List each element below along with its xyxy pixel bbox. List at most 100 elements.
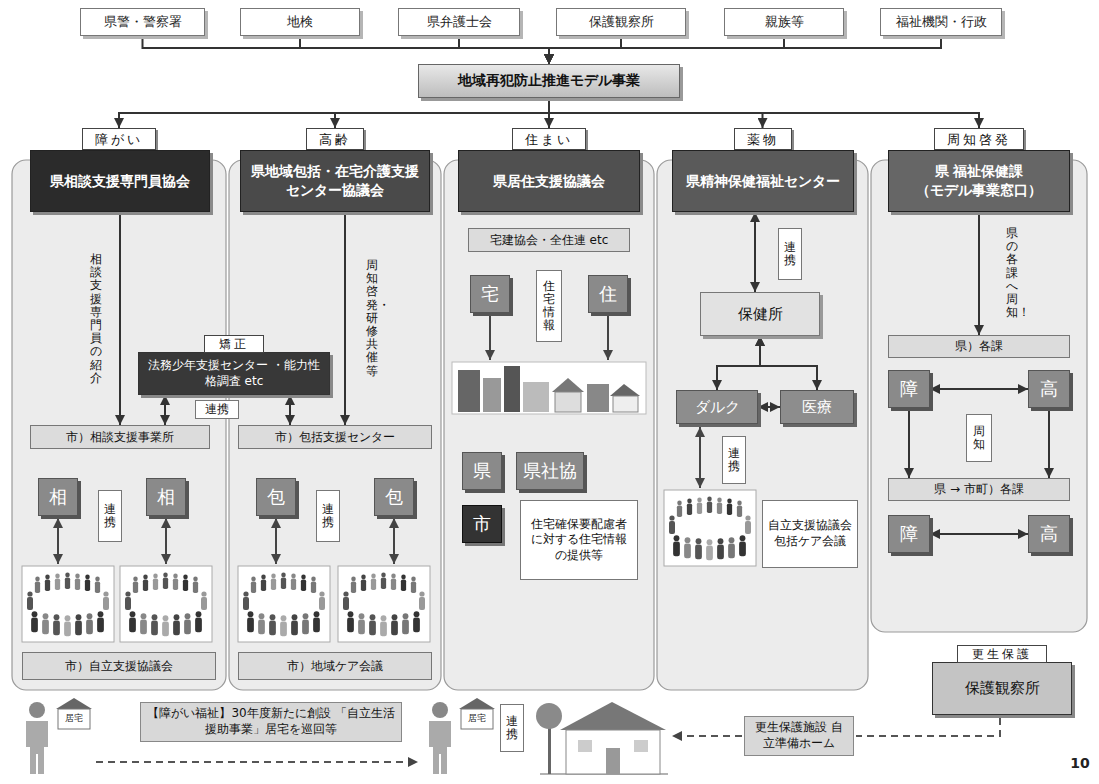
node-text: 包 xyxy=(267,485,285,509)
building xyxy=(504,366,520,412)
people-picture xyxy=(27,573,109,637)
node-text: 市）自立支援協議会 xyxy=(65,658,173,675)
org-box: 県相談支援専門員協会 xyxy=(30,150,210,212)
node-text: 高 xyxy=(1040,522,1058,546)
node-text: 住宅確保要配慮者に対する住宅情報の提供等 xyxy=(526,517,632,564)
source-box: 県弁護士会 xyxy=(398,8,520,36)
connector-arrow xyxy=(549,98,979,128)
node-text: 県 → 市町）各課 xyxy=(934,481,1024,498)
note-box: 自立支援協議会包括ケア会議 xyxy=(762,500,858,568)
source-box: 親族等 xyxy=(724,8,844,36)
node-text: 法務少年支援センター ・能力性格調査 etc xyxy=(145,358,323,389)
link-box: 住宅情報 xyxy=(536,270,562,342)
dashed-arrow xyxy=(672,735,742,737)
roof xyxy=(610,384,640,396)
node-text: （モデル事業窓口） xyxy=(916,181,1042,200)
person-icon xyxy=(429,698,495,774)
window xyxy=(634,740,648,752)
note-box: 【障がい福祉】30年度新たに創設 「自立生活援助事業」居宅を巡回等 xyxy=(140,702,402,742)
roof xyxy=(459,698,495,709)
node-text: 県）各課 xyxy=(955,338,1003,355)
picture-frame xyxy=(338,566,430,642)
org-box: 県 福祉保健課（モデル事業窓口） xyxy=(888,150,1070,212)
bottom-illustration xyxy=(26,698,1000,774)
node-text: 周知 xyxy=(973,425,985,451)
node-text: 市）地域ケア会議 xyxy=(287,658,383,675)
connector-arrow xyxy=(549,36,941,64)
node-text: 更生保護施設 自立準備ホーム xyxy=(751,720,847,751)
decor-arrows xyxy=(58,316,700,564)
node-text: 保健所 xyxy=(738,305,783,324)
column-panel: 周知啓発県 福祉保健課（モデル事業窓口）県）各課障高周知県 → 市町）各課障高 xyxy=(871,128,1087,632)
cube-box: 住 xyxy=(588,275,628,313)
picture-frame xyxy=(452,362,646,414)
link-box: 連携 xyxy=(500,704,524,752)
node-text: 連携 xyxy=(205,401,229,418)
home-icon xyxy=(58,709,90,729)
node-text: 障 xyxy=(900,522,918,546)
node-text: 地検 xyxy=(287,13,313,31)
band-box: 市）自立支援協議会 xyxy=(22,652,216,680)
tab-label: 矯正 xyxy=(204,335,264,353)
central-box: 地域再犯防止推進モデル事業 xyxy=(418,64,680,98)
column-panel: 高齢県地域包括・在宅介護支援センター協議会市）包括支援センター包連携包市）地域ケ… xyxy=(229,128,441,690)
roof xyxy=(560,702,666,730)
cube-box: 高 xyxy=(1028,370,1070,408)
picture-frame xyxy=(120,566,212,642)
process-box: ダルク xyxy=(676,390,758,424)
house xyxy=(566,730,660,774)
node-text: 保護観察所 xyxy=(965,679,1040,699)
panel-ground xyxy=(657,160,868,690)
house xyxy=(613,396,638,412)
people-picture xyxy=(343,573,425,637)
node-text: 宅建協会・全住連 etc xyxy=(490,232,609,249)
node-text: 包 xyxy=(385,485,403,509)
cube-box: 宅 xyxy=(470,275,510,313)
connector-arrow xyxy=(119,212,121,425)
source-box: 地検 xyxy=(240,8,360,36)
source-box: 保護観察所 xyxy=(556,8,686,36)
node-text: 住宅情報 xyxy=(543,280,555,333)
source-box: 福祉機関・行政 xyxy=(880,8,1002,36)
building xyxy=(458,370,480,412)
cube-box: 包 xyxy=(374,478,414,516)
link-box: 連携 xyxy=(778,228,802,280)
connector-arrow xyxy=(930,388,1028,390)
node-text: 高 xyxy=(1040,377,1058,401)
people-picture xyxy=(243,573,325,637)
connector-arrow xyxy=(119,98,549,128)
connector-arrow xyxy=(978,212,980,335)
tree-crown xyxy=(536,703,562,729)
dashed-arrow xyxy=(96,761,418,763)
connector-arrow xyxy=(289,395,291,425)
connector-arrow xyxy=(760,336,817,390)
node-text: 親族等 xyxy=(765,13,804,31)
home-icon xyxy=(461,709,493,729)
tabbed-box: 更生保護保護観察所 xyxy=(932,645,1072,715)
link-arrow xyxy=(393,518,395,564)
person-head xyxy=(432,702,448,718)
connector-arrow xyxy=(1048,408,1050,478)
org-box: 県地域包括・在宅介護支援センター協議会 xyxy=(240,150,430,212)
info-arrow xyxy=(607,316,609,360)
link-arrow xyxy=(57,518,59,564)
cube-box: 高 xyxy=(1028,515,1070,553)
node-text: 包括ケア会議 xyxy=(774,534,846,550)
column-panel: 住まい県居住支援協議会宅建協会・全住連 etc宅住宅情報住県県社協市住宅確保要配… xyxy=(444,128,654,690)
edge-label: 相談支援専門員の紹介 xyxy=(90,253,102,385)
process-box: 医療 xyxy=(780,390,854,424)
node-text: 県地域包括・在宅介護支援センター協議会 xyxy=(249,162,421,200)
door xyxy=(606,748,620,774)
connector-arrow xyxy=(459,36,549,64)
node-text: 市）相談支援事業所 xyxy=(66,429,174,446)
link-box: 連携 xyxy=(722,436,746,484)
person-head xyxy=(29,702,45,718)
band-box: 市）包括支援センター xyxy=(238,425,432,449)
node-text: 地域再犯防止推進モデル事業 xyxy=(458,72,640,90)
band-box: 市）相談支援事業所 xyxy=(30,425,210,449)
band-box: 県 → 市町）各課 xyxy=(888,478,1070,501)
connector-arrow xyxy=(335,98,549,128)
node-text: 連携 xyxy=(506,715,518,741)
people-picture xyxy=(125,573,207,637)
link-box: 周知 xyxy=(966,414,992,462)
